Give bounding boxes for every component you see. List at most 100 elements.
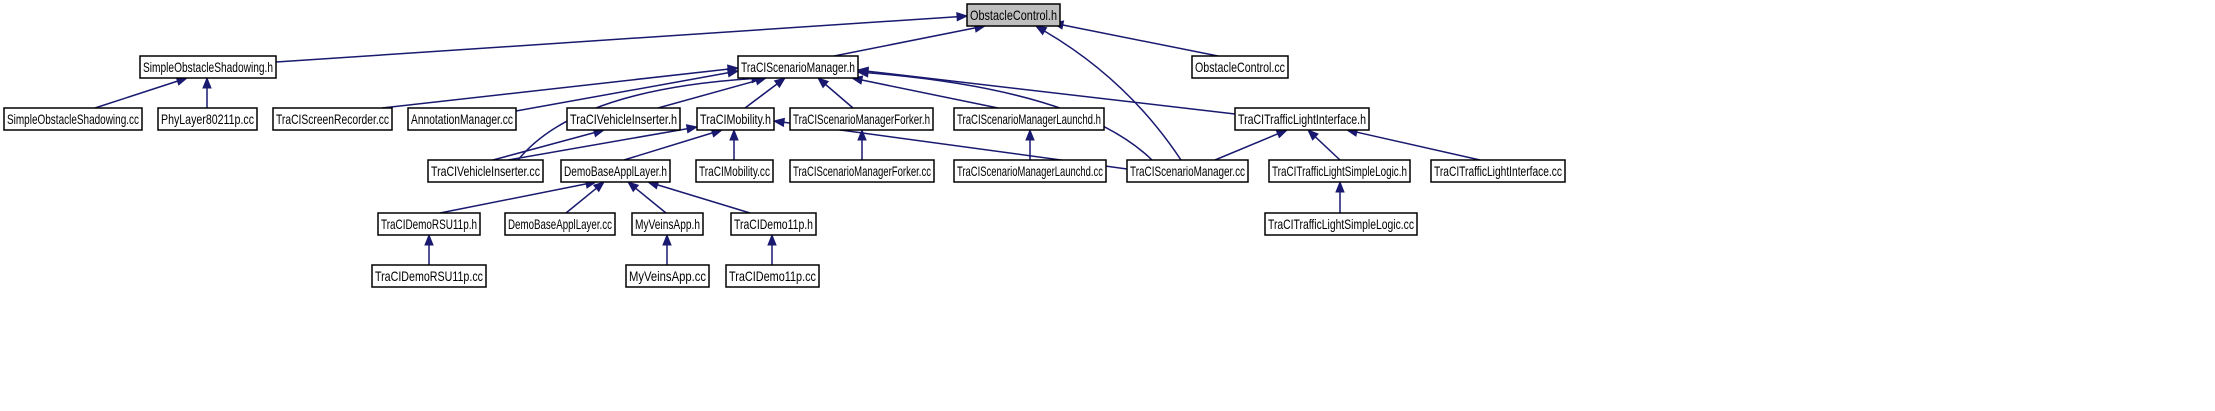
node-box[interactable] [560,159,671,183]
node-myveinsapp-h[interactable]: MyVeinsApp.h [631,212,704,236]
edge-line [492,131,595,161]
node-box[interactable] [157,107,258,131]
node-box[interactable] [3,107,143,131]
node-traciscenariomanagerlaunchd-h[interactable]: TraCIScenarioManagerLaunchd.h [953,107,1105,131]
node-traciscenariomanagerlaunchd-cc[interactable]: TraCIScenarioManagerLaunchd.cc [953,159,1107,183]
node-demobaseappllayer-h[interactable]: DemoBaseApplLayer.h [560,159,671,183]
node-box[interactable] [139,55,277,79]
node-label: TraCIScenarioManagerLaunchd.h [957,111,1101,127]
edge-traciscenariomanagerlaunchd-h-to-traciscenariomanager-h [850,75,999,109]
node-box[interactable] [1126,159,1249,183]
edge-line [861,79,999,109]
node-label: SimpleObstacleShadowing.h [143,59,273,75]
node-box[interactable] [1191,55,1289,79]
node-label: TraCIDemo11p.cc [729,268,816,284]
node-label: TraCIScenarioManagerForker.cc [793,163,931,179]
node-label: ObstacleControl.h [970,7,1057,23]
node-traciscenariomanagerforker-cc[interactable]: TraCIScenarioManagerForker.cc [789,159,935,183]
edge-tracitrafficlightsimplelogic-cc-to-tracitrafficlightsimplelogic-h [1335,180,1345,213]
node-myveinsapp-cc[interactable]: MyVeinsApp.cc [625,264,710,288]
node-box[interactable] [504,212,616,236]
arrowhead-icon [1307,129,1319,141]
edge-line [517,77,753,161]
node-box[interactable] [696,107,775,131]
node-tracitrafficlightsimplelogic-cc[interactable]: TraCITrafficLightSimpleLogic.cc [1264,212,1418,236]
node-tracimobility-h[interactable]: TraCIMobility.h [696,107,775,131]
arrowhead-icon [857,128,867,141]
edge-line [744,83,778,109]
node-box[interactable] [725,264,820,288]
node-layer: ObstacleControl.hSimpleObstacleShadowing… [3,3,1566,288]
edge-obstaclecontrol-cc-to-obstaclecontrol-h [1051,20,1219,57]
arrowhead-icon [424,233,434,246]
edge-tracidemo11p-h-to-demobaseappllayer-h [646,180,751,214]
node-simpleobstacleshadowing-cc[interactable]: SimpleObstacleShadowing.cc [3,107,143,131]
arrowhead-icon [1275,129,1289,139]
node-box[interactable] [1268,159,1411,183]
node-box[interactable] [966,3,1061,27]
node-label: SimpleObstacleShadowing.cc [7,111,139,127]
node-annotationmanager-cc[interactable]: AnnotationManager.cc [407,107,517,131]
node-tracidemorsu11p-cc[interactable]: TraCIDemoRSU11p.cc [371,264,487,288]
node-tracidemo11p-cc[interactable]: TraCIDemo11p.cc [725,264,820,288]
node-tracitrafficlightinterface-h[interactable]: TraCITrafficLightInterface.h [1234,107,1370,131]
node-label: MyVeinsApp.h [635,216,700,232]
node-label: TraCIScenarioManager.h [741,59,855,75]
node-box[interactable] [625,264,710,288]
arrowhead-icon [772,117,785,128]
node-box[interactable] [631,212,704,236]
edge-line [381,68,729,109]
node-box[interactable] [953,107,1105,131]
node-simpleobstacleshadowing-h[interactable]: SimpleObstacleShadowing.h [139,55,277,79]
node-tracivehicleinserter-cc[interactable]: TraCIVehicleInserter.cc [427,159,544,183]
node-box[interactable] [272,107,393,131]
node-tracidemo11p-h[interactable]: TraCIDemo11p.h [730,212,817,236]
node-box[interactable] [1430,159,1566,183]
node-obstaclecontrol-h[interactable]: ObstacleControl.h [966,3,1061,27]
node-label: ObstacleControl.cc [1195,59,1285,75]
node-label: TraCITrafficLightInterface.h [1238,111,1366,127]
edge-line [439,183,587,214]
node-traciscenariomanager-h[interactable]: TraCIScenarioManager.h [737,55,859,79]
arrowhead-icon [1034,25,1048,36]
node-tracimobility-cc[interactable]: TraCIMobility.cc [695,159,774,183]
arrowhead-icon [856,68,869,78]
edge-traciscenariomanager-h-to-obstaclecontrol-h [833,23,987,57]
node-tracitrafficlightsimplelogic-h[interactable]: TraCITrafficLightSimpleLogic.h [1268,159,1411,183]
edge-line [657,184,751,214]
node-box[interactable] [737,55,859,79]
node-box[interactable] [566,107,681,131]
node-traciscenariomanager-cc[interactable]: TraCIScenarioManager.cc [1126,159,1249,183]
node-label: TraCIDemoRSU11p.cc [375,268,483,284]
node-box[interactable] [730,212,817,236]
edge-traciscenariomanagerlaunchd-cc-to-traciscenariomanagerlaunchd-h [1025,128,1035,160]
node-traciscreenrecorder-cc[interactable]: TraCIScreenRecorder.cc [272,107,393,131]
node-label: TraCIVehicleInserter.h [570,111,677,127]
edge-traciscenariomanagerforker-h-to-traciscenariomanager-h [816,77,854,109]
arrowhead-icon [592,181,606,193]
node-box[interactable] [407,107,517,131]
edge-tracivehicleinserter-cc-to-tracivehicleinserter-h [492,128,606,161]
node-box[interactable] [1234,107,1370,131]
node-demobaseappllayer-cc[interactable]: DemoBaseApplLayer.cc [504,212,616,236]
node-box[interactable] [377,212,481,236]
edge-line [1356,131,1481,161]
edge-tracitrafficlightsimplelogic-h-to-tracitrafficlightinterface-h [1307,129,1341,161]
node-box[interactable] [953,159,1107,183]
node-tracivehicleinserter-h[interactable]: TraCIVehicleInserter.h [566,107,681,131]
node-box[interactable] [695,159,774,183]
node-obstaclecontrol-cc[interactable]: ObstacleControl.cc [1191,55,1289,79]
node-box[interactable] [789,107,934,131]
node-phylayer80211p-cc[interactable]: PhyLayer80211p.cc [157,107,258,131]
node-tracidemorsu11p-h[interactable]: TraCIDemoRSU11p.h [377,212,481,236]
edge-simpleobstacleshadowing-cc-to-simpleobstacleshadowing-h [94,76,189,109]
node-box[interactable] [371,264,487,288]
arrowhead-icon [773,77,787,89]
node-tracitrafficlightinterface-cc[interactable]: TraCITrafficLightInterface.cc [1430,159,1566,183]
node-box[interactable] [789,159,935,183]
node-traciscenariomanagerforker-h[interactable]: TraCIScenarioManagerForker.h [789,107,934,131]
node-box[interactable] [1264,212,1418,236]
node-box[interactable] [427,159,544,183]
node-label: TraCIMobility.cc [699,163,770,179]
edge-line [275,15,958,63]
